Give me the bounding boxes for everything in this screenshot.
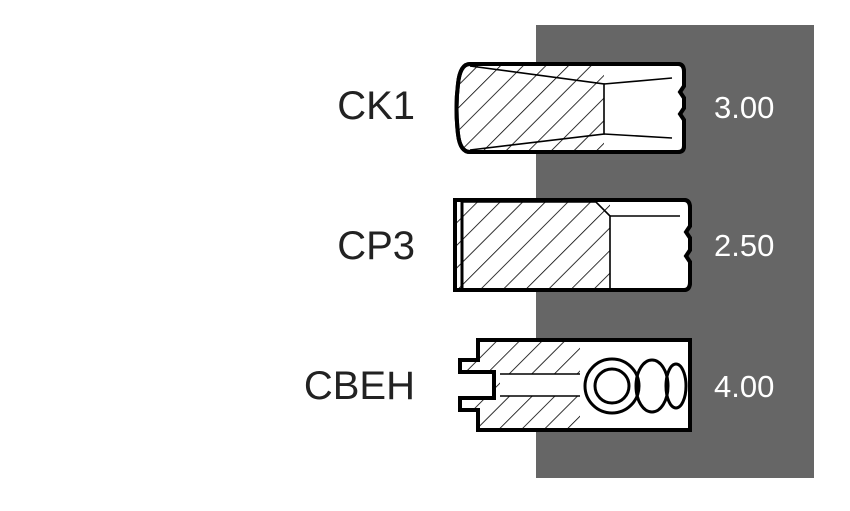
ring-label-ck1: CK1 [337,84,415,128]
ring-profile-cp3 [453,198,692,292]
ring-profile-ck1 [454,62,686,154]
ring-thickness-ck1: 3.00 [714,90,775,125]
ring-thickness-cbeh: 4.00 [714,369,775,404]
ring-label-cp3: CP3 [337,224,415,268]
ring-profile-cbeh [458,338,692,432]
ring-label-cbeh: CBEH [303,364,415,408]
ring-thickness-cp3: 2.50 [714,228,775,263]
